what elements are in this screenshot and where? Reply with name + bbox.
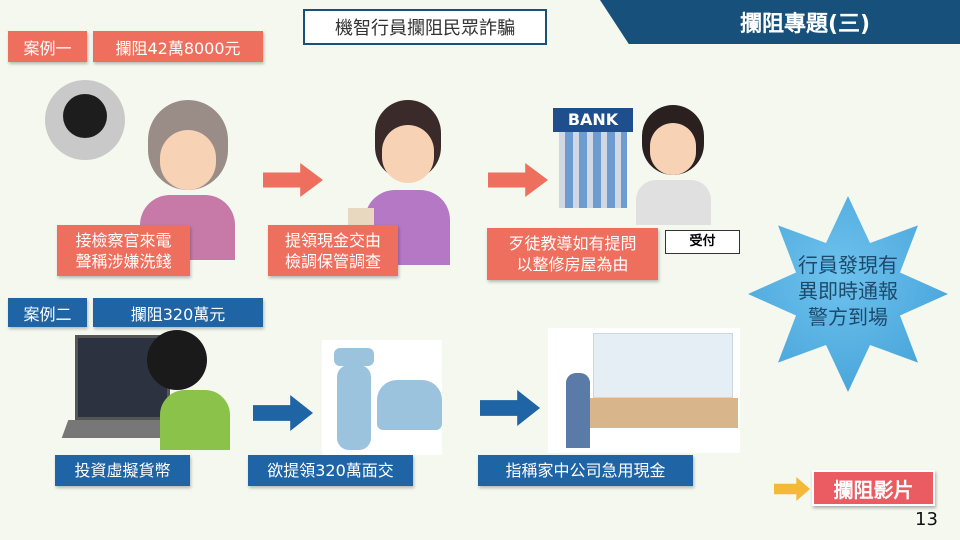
bank-building-illustration: BANK xyxy=(553,108,633,208)
blue-arrow-icon xyxy=(480,390,540,426)
case1-tag: 案例一 xyxy=(8,31,87,62)
case2-step3-label: 指稱家中公司急用現金 xyxy=(478,455,693,486)
case2-step1-label: 投資虛擬貨幣 xyxy=(55,455,190,486)
case1-amount: 攔阻42萬8000元 xyxy=(93,31,263,62)
slide-subtitle: 機智行員攔阻民眾詐騙 xyxy=(303,9,547,45)
page-title: 攔阻專題(三) xyxy=(739,12,871,37)
page-number: 13 xyxy=(915,509,938,530)
worried-woman-illustration xyxy=(348,100,450,265)
red-arrow-icon xyxy=(488,163,548,197)
case2-tag: 案例二 xyxy=(8,298,87,327)
title-banner xyxy=(600,0,960,44)
starburst-text: 行員發現有異即時通報警方到場 xyxy=(798,253,898,329)
case2-step2-label: 欲提領320萬面交 xyxy=(248,455,413,486)
yellow-arrow-icon xyxy=(774,477,810,501)
hacker-laptop-illustration xyxy=(61,330,235,455)
alert-starburst xyxy=(748,196,948,392)
blue-arrow-icon xyxy=(253,395,313,431)
counter-sign: 受付 xyxy=(665,230,740,254)
bank-counter-illustration xyxy=(548,328,740,453)
scammer-illustration xyxy=(45,80,125,160)
case1-step1-label: 接檢察官來電聲稱涉嫌洗錢 xyxy=(57,225,190,276)
bank-teller-illustration xyxy=(630,105,715,225)
video-button[interactable]: 攔阻影片 xyxy=(812,470,935,506)
case2-amount: 攔阻320萬元 xyxy=(93,298,263,327)
red-arrow-icon xyxy=(263,163,323,197)
case1-step2-label: 提領現金交由檢調保管調查 xyxy=(268,225,398,276)
case1-step3-label: 歹徒教導如有提問以整修房屋為由 xyxy=(487,228,658,280)
suspicious-man-car-illustration xyxy=(322,340,442,455)
